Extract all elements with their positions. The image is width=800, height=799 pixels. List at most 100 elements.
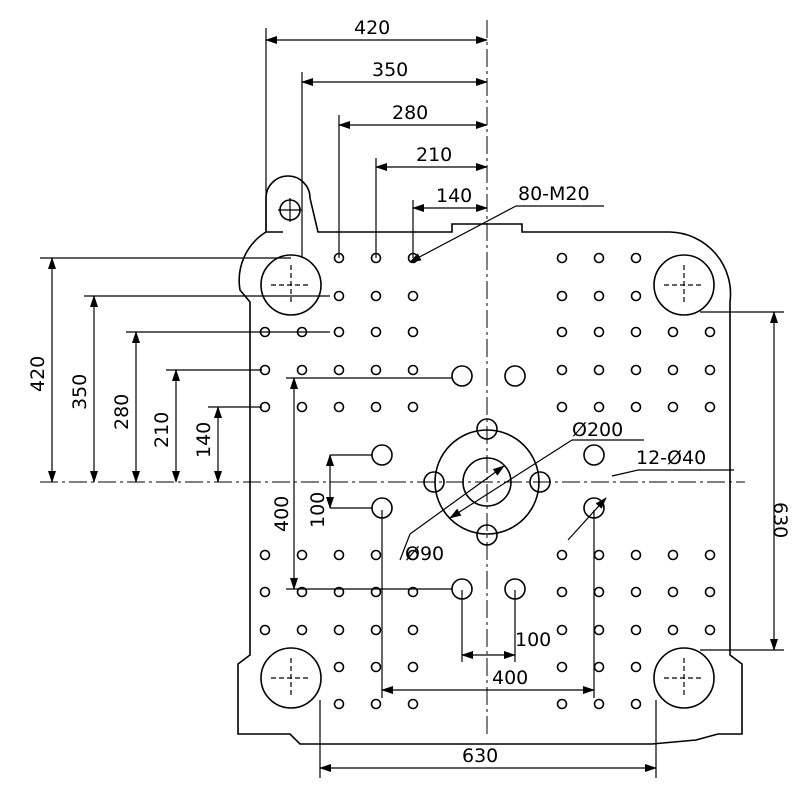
bore-diameter-90: Ø90 bbox=[405, 543, 444, 565]
m20-hole bbox=[630, 698, 642, 710]
m20-hole bbox=[259, 586, 271, 598]
m20-hole bbox=[296, 624, 308, 636]
m20-hole bbox=[296, 364, 308, 376]
m20-hole bbox=[593, 661, 605, 673]
left-dimensions: 420 350 280 210 140 bbox=[27, 257, 330, 483]
central-hub bbox=[423, 418, 551, 546]
m20-hole bbox=[407, 364, 419, 376]
d40-hole bbox=[504, 365, 526, 387]
m20-hole bbox=[630, 364, 642, 376]
top-dim-210: 210 bbox=[416, 144, 452, 166]
m20-hole bbox=[259, 624, 271, 636]
m20-hole bbox=[370, 661, 382, 673]
top-dim-140: 140 bbox=[436, 185, 472, 207]
m20-hole bbox=[333, 401, 345, 413]
m20-hole bbox=[296, 586, 308, 598]
m20-hole bbox=[630, 290, 642, 302]
m20-hole bbox=[333, 364, 345, 376]
m20-hole bbox=[630, 401, 642, 413]
m20-hole bbox=[407, 661, 419, 673]
left-dim-350: 350 bbox=[69, 374, 91, 410]
left-dim-280: 280 bbox=[111, 394, 133, 430]
m20-hole bbox=[704, 364, 716, 376]
bottom-dim-630: 630 bbox=[462, 745, 498, 767]
m20-hole bbox=[407, 549, 419, 561]
m20-hole bbox=[667, 326, 679, 338]
m20-hole bbox=[630, 586, 642, 598]
m20-hole bbox=[704, 586, 716, 598]
m20-hole bbox=[296, 401, 308, 413]
m20-hole bbox=[370, 401, 382, 413]
m20-hole bbox=[333, 326, 345, 338]
m20-hole bbox=[259, 549, 271, 561]
top-dim-420: 420 bbox=[354, 17, 390, 39]
inner-dim-100-vertical: 100 bbox=[307, 492, 329, 528]
m20-hole bbox=[593, 326, 605, 338]
m20-hole bbox=[370, 549, 382, 561]
m20-hole bbox=[333, 586, 345, 598]
right-dim-630: 630 bbox=[769, 502, 791, 538]
m20-hole-pattern bbox=[259, 252, 716, 710]
m20-hole bbox=[630, 661, 642, 673]
m20-hole bbox=[630, 326, 642, 338]
m20-hole bbox=[370, 364, 382, 376]
m20-hole bbox=[593, 586, 605, 598]
platen-outline bbox=[237, 175, 743, 745]
m20-hole bbox=[333, 624, 345, 636]
m20-hole bbox=[370, 624, 382, 636]
m20-hole bbox=[407, 586, 419, 598]
m20-hole bbox=[667, 586, 679, 598]
m20-hole bbox=[407, 326, 419, 338]
left-dim-140: 140 bbox=[193, 422, 215, 458]
tie-bar-holes bbox=[260, 254, 715, 709]
m20-hole bbox=[556, 252, 568, 264]
hub-diameter-200: Ø200 bbox=[572, 419, 623, 441]
m20-hole bbox=[407, 290, 419, 302]
m20-hole bbox=[370, 698, 382, 710]
m20-hole bbox=[556, 586, 568, 598]
d40-hole bbox=[583, 444, 605, 466]
m20-holes-callout: 80-M20 bbox=[518, 183, 590, 205]
m20-hole bbox=[667, 364, 679, 376]
m20-hole bbox=[333, 698, 345, 710]
m20-hole bbox=[704, 326, 716, 338]
m20-hole bbox=[296, 549, 308, 561]
d40-hole bbox=[451, 365, 473, 387]
m20-hole bbox=[333, 549, 345, 561]
left-dim-210: 210 bbox=[151, 412, 173, 448]
m20-hole bbox=[333, 290, 345, 302]
m20-hole bbox=[556, 326, 568, 338]
m20-hole bbox=[593, 698, 605, 710]
d40-holes-callout: 12-Ø40 bbox=[636, 447, 706, 469]
m20-hole bbox=[556, 364, 568, 376]
top-dimensions: 420 350 280 210 140 bbox=[265, 17, 488, 258]
m20-hole bbox=[593, 290, 605, 302]
inner-dim-400-vertical: 400 bbox=[271, 496, 293, 532]
left-dim-420: 420 bbox=[27, 356, 49, 392]
m20-hole bbox=[593, 549, 605, 561]
m20-hole bbox=[593, 624, 605, 636]
m20-hole bbox=[407, 698, 419, 710]
m20-hole bbox=[407, 401, 419, 413]
m20-hole bbox=[370, 290, 382, 302]
m20-hole bbox=[333, 661, 345, 673]
m20-hole bbox=[704, 401, 716, 413]
m20-hole bbox=[667, 624, 679, 636]
d40-hole bbox=[371, 444, 393, 466]
top-dim-350: 350 bbox=[372, 59, 408, 81]
m20-hole bbox=[556, 698, 568, 710]
m20-hole bbox=[667, 401, 679, 413]
m20-hole bbox=[704, 624, 716, 636]
m20-hole bbox=[593, 401, 605, 413]
m20-hole bbox=[556, 661, 568, 673]
m20-hole bbox=[407, 624, 419, 636]
top-dim-280: 280 bbox=[392, 102, 428, 124]
inner-dim-100-horizontal: 100 bbox=[515, 629, 551, 651]
m20-hole bbox=[593, 364, 605, 376]
m20-hole bbox=[593, 252, 605, 264]
inner-dim-400-horizontal: 400 bbox=[492, 667, 528, 689]
m20-hole bbox=[556, 290, 568, 302]
m20-hole bbox=[630, 252, 642, 264]
m20-hole bbox=[370, 326, 382, 338]
